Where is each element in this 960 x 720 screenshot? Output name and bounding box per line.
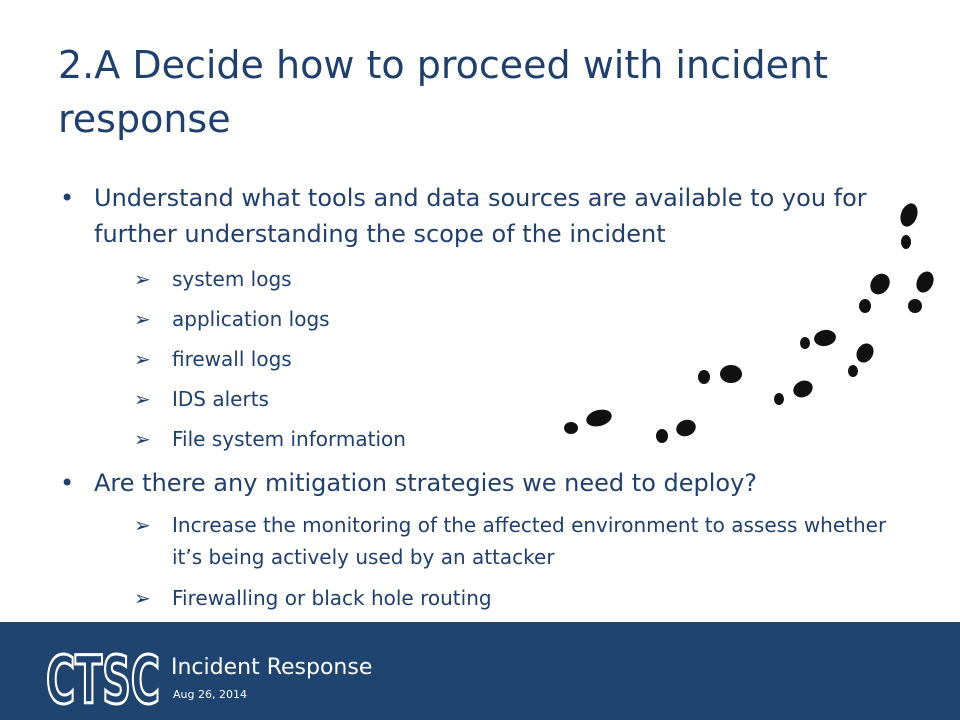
arrow-bullet-icon: ➢ xyxy=(134,513,151,537)
bullet-item: • Are there any mitigation strategies we… xyxy=(60,465,890,501)
arrow-bullet-icon: ➢ xyxy=(134,307,151,331)
sub-bullet-text: firewall logs xyxy=(172,347,292,371)
arrow-bullet-icon: ➢ xyxy=(134,267,151,291)
bullet-text: Are there any mitigation strategies we n… xyxy=(94,469,758,497)
logo-text: CTSC xyxy=(46,642,160,713)
footer-bar: CTSC Incident Response Aug 26, 2014 xyxy=(0,622,960,720)
bullet-marker: • xyxy=(60,469,75,497)
sub-bullet-item: ➢ firewall logs xyxy=(134,343,894,375)
bullet-marker: • xyxy=(60,184,75,212)
slide-title: 2.A Decide how to proceed with incident … xyxy=(58,43,829,141)
arrow-bullet-icon: ➢ xyxy=(134,387,151,411)
footprints-icon xyxy=(564,203,934,443)
arrow-bullet-icon: ➢ xyxy=(134,347,151,371)
arrow-bullet-icon: ➢ xyxy=(134,586,151,610)
bullet-text: Understand what tools and data sources a… xyxy=(94,184,867,248)
footer-title: Incident Response xyxy=(171,655,373,680)
arrow-bullet-icon: ➢ xyxy=(134,427,151,451)
sub-bullet-item: ➢ IDS alerts xyxy=(134,383,894,415)
sub-bullet-item: ➢ Firewalling or black hole routing xyxy=(134,582,894,614)
bullet-item: • Understand what tools and data sources… xyxy=(60,180,890,252)
sub-bullet-item: ➢ application logs xyxy=(134,303,894,335)
sub-bullet-text: IDS alerts xyxy=(172,387,269,411)
sub-bullet-text: Firewalling or black hole routing xyxy=(172,586,492,610)
sub-bullet-item: ➢ Increase the monitoring of the affecte… xyxy=(134,509,894,573)
sub-bullet-text: Increase the monitoring of the affected … xyxy=(172,513,887,569)
sub-bullet-text: system logs xyxy=(172,267,292,291)
sub-bullet-item: ➢ File system information xyxy=(134,423,894,455)
footer-date: Aug 26, 2014 xyxy=(173,688,247,701)
ctsc-logo: CTSC xyxy=(45,641,162,714)
sub-bullet-text: application logs xyxy=(172,307,330,331)
sub-bullet-item: ➢ system logs xyxy=(134,263,894,295)
sub-bullet-text: File system information xyxy=(172,427,406,451)
